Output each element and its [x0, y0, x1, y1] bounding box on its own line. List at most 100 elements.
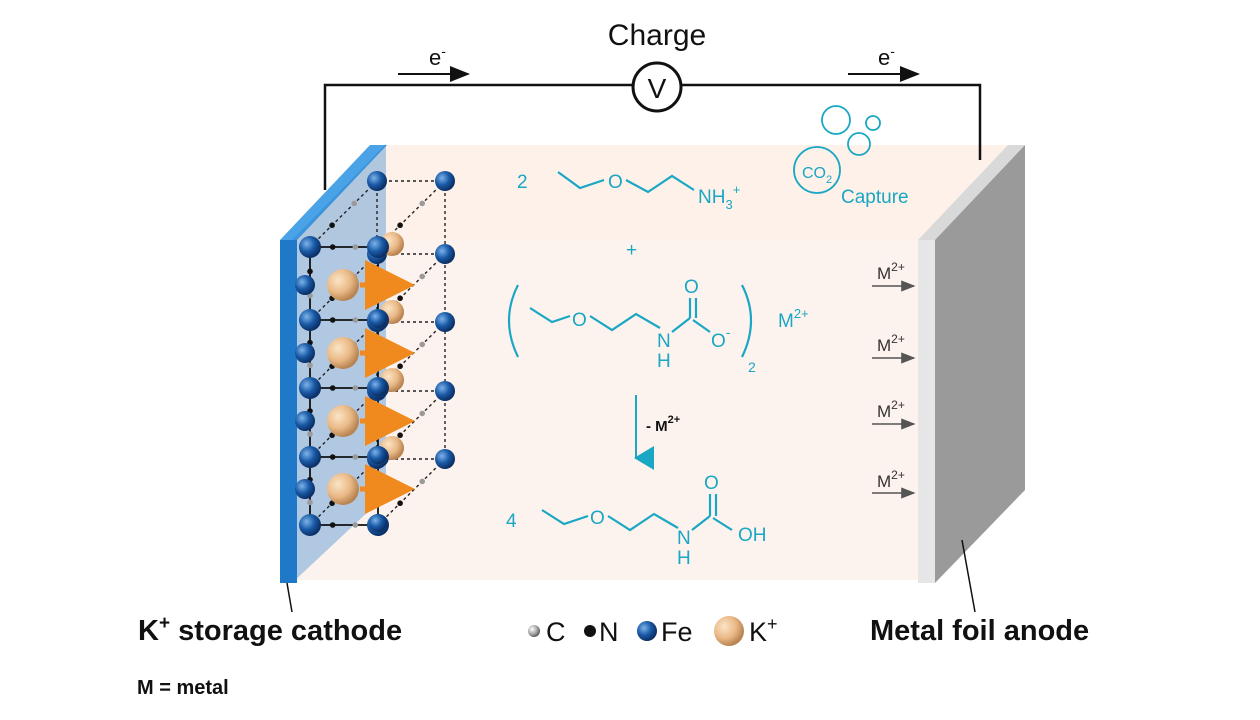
iron-atom: [299, 446, 321, 468]
nitrogen-atom: [397, 222, 403, 229]
iron-atom: [369, 514, 387, 532]
nitrogen-atom: [329, 244, 336, 250]
product-carbamic-acid: 4 O N H O OH: [506, 473, 767, 569]
potassium-ion: [327, 473, 359, 505]
carbon-atom: [307, 362, 313, 369]
iron-atom: [299, 377, 321, 399]
potassium-ion: [327, 269, 359, 301]
circuit-wire-right: [682, 83, 982, 160]
anode-label: Metal foil anode: [870, 615, 1089, 647]
svg-text:K+: K+: [749, 614, 778, 647]
iron-atom: [295, 411, 315, 431]
nitrogen-atom: [397, 295, 403, 302]
carbon-atom: [375, 362, 381, 369]
nitrogen-atom: [329, 454, 336, 460]
nitrogen-atom: [329, 385, 336, 391]
carbon-atom: [375, 499, 381, 506]
lattice-bond: [377, 180, 446, 248]
electrolyte-cell: [290, 145, 1025, 580]
carbon-atom: [352, 385, 359, 391]
iron-atom: [299, 309, 321, 331]
reactant-amine: 2 O NH3+: [517, 171, 740, 212]
carbon-atom: [419, 273, 426, 280]
svg-text:O: O: [704, 473, 719, 494]
iron-atom: [369, 310, 387, 328]
iron-atom: [299, 236, 321, 258]
co2-capture-icon: CO2 Capture: [793, 105, 909, 208]
svg-text:H: H: [677, 548, 691, 569]
legend-iron: Fe: [637, 617, 693, 647]
nitrogen-atom: [397, 500, 403, 507]
lattice-bond: [377, 390, 446, 458]
svg-text:CO2: CO2: [802, 165, 832, 186]
iron-atom: [295, 479, 315, 499]
lattice-bond: [309, 180, 378, 248]
nitrogen-atom: [329, 522, 336, 528]
iron-atom: [299, 514, 321, 536]
svg-text:e-: e-: [878, 43, 895, 70]
anode-leader: [961, 539, 976, 613]
iron-atom: [435, 381, 455, 401]
iron-atom: [295, 275, 315, 295]
svg-text:4: 4: [506, 511, 517, 532]
svg-text:N: N: [599, 617, 619, 647]
crystal-lattice: [295, 171, 455, 536]
svg-text:V: V: [648, 73, 667, 104]
circuit-wire-left: [323, 83, 632, 190]
carbon-atom: [307, 431, 313, 437]
legend-nitrogen: N: [584, 617, 619, 647]
svg-text:H: H: [657, 351, 671, 372]
nitrogen-atom: [375, 408, 381, 414]
svg-text:M2+: M2+: [778, 306, 809, 332]
carbon-atom: [419, 341, 426, 348]
svg-text:O: O: [608, 172, 623, 193]
svg-text:e-: e-: [429, 43, 446, 70]
nitrogen-atom: [329, 317, 336, 323]
metal-ion-flow: M2+ M2+ M2+ M2+: [872, 260, 916, 499]
atom-legend: C N Fe K+: [528, 614, 778, 647]
svg-text:OH: OH: [738, 525, 767, 546]
nitrogen-atom: [375, 268, 381, 275]
carbon-atom: [419, 410, 426, 417]
potassium-ion: [327, 337, 359, 369]
nitrogen-atom: [397, 363, 403, 370]
plus-sign: +: [626, 240, 637, 261]
electron-flow-right: e-: [848, 43, 920, 82]
metal-note: M = metal: [137, 677, 229, 699]
iron-atom: [435, 171, 455, 191]
svg-text:C: C: [546, 617, 566, 647]
carbon-atom: [352, 244, 359, 250]
svg-text:Fe: Fe: [661, 617, 693, 647]
svg-text:N: N: [657, 331, 671, 352]
metal-ion-arrow: M2+: [872, 260, 916, 292]
iron-atom: [369, 378, 387, 396]
reactant-carbamate: O N H O O- 2 M2+: [508, 277, 809, 375]
carbon-atom: [352, 317, 359, 323]
svg-text:- M2+: - M2+: [646, 414, 680, 435]
carbon-atom: [351, 200, 358, 207]
reaction-arrow: - M2+: [634, 395, 680, 470]
iron-atom: [435, 449, 455, 469]
potassium-ion: [327, 405, 359, 437]
iron-atom: [435, 312, 455, 332]
anode-plate: [918, 145, 1025, 583]
svg-text:NH3+: NH3+: [698, 182, 740, 212]
legend-potassium: K+: [714, 614, 778, 647]
cell-top: [290, 145, 1025, 240]
voltmeter-icon: V: [631, 61, 683, 113]
carbon-atom: [307, 499, 313, 506]
cathode-label: K+ storage cathode: [138, 613, 402, 647]
nitrogen-atom: [397, 432, 403, 439]
svg-text:2: 2: [748, 359, 756, 375]
nitrogen-atom: [375, 476, 381, 483]
nitrogen-atom: [375, 339, 381, 346]
metal-ion-arrow: M2+: [872, 332, 916, 364]
svg-text:M2+: M2+: [877, 260, 905, 283]
svg-text:O-: O-: [711, 324, 731, 352]
svg-text:2: 2: [517, 172, 528, 193]
svg-text:Capture: Capture: [841, 187, 909, 208]
iron-atom: [435, 244, 455, 264]
cathode-leader: [286, 582, 293, 613]
electron-flow-left: e-: [398, 43, 470, 82]
